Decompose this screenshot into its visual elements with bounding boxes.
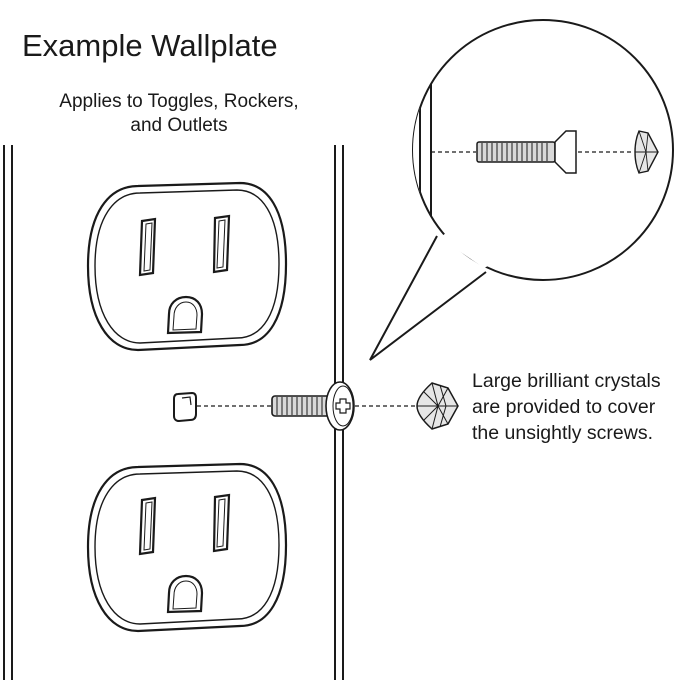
subtitle-line: Applies to Toggles, Rockers, [59, 91, 299, 112]
mounting-hole [173, 391, 197, 423]
screw-icon [476, 130, 577, 174]
magnifier-bubble-icon [369, 19, 674, 361]
crystal-icon [416, 382, 459, 430]
outlet-icon [86, 462, 288, 633]
outlet-icon [86, 181, 288, 352]
callout-line: the unsightly screws. [472, 422, 653, 444]
crystal-icon [634, 130, 659, 174]
crystal-callout: Large brilliant crystals are provided to… [472, 368, 661, 446]
wallplate-left-edge [3, 145, 13, 680]
page-title: Example Wallplate [22, 28, 278, 63]
screw-icon [271, 381, 355, 431]
callout-line: are provided to cover [472, 396, 656, 418]
subtitle: Applies to Toggles, Rockers, and Outlets [14, 90, 344, 138]
subtitle-line: and Outlets [130, 115, 228, 136]
callout-line: Large brilliant crystals [472, 370, 661, 392]
